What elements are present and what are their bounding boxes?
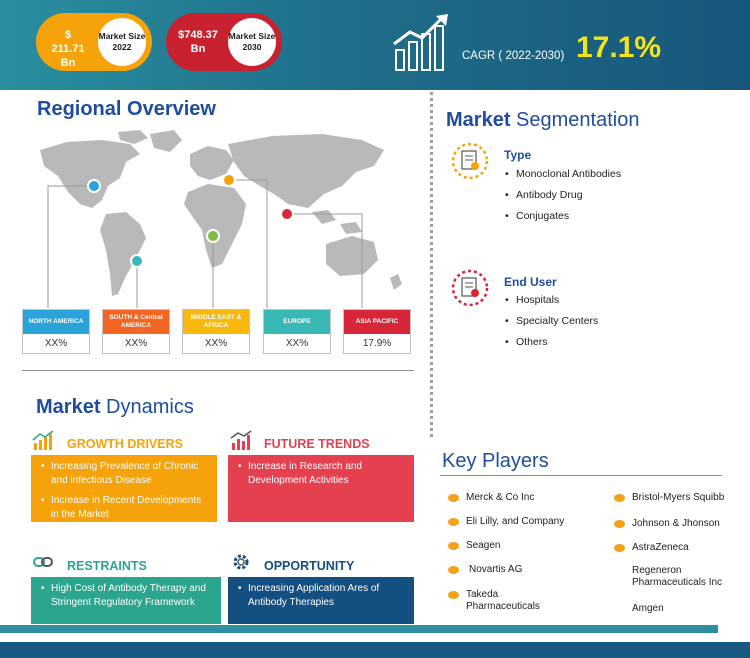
regional-overview-title: Regional Overview [37,98,216,120]
north-america-marker [87,179,101,193]
list-item: High Cost of Antibody Therapy and String… [39,582,213,610]
divider [440,475,722,476]
market-size-2022-pill: $ 211.71 Bn Market Size 2022 [36,13,152,71]
bar-chart-icon [32,430,54,450]
region-name: EUROPE [264,310,330,334]
opportunity-box: Increasing Application Ares of Antibody … [228,577,414,624]
list-item: Antibody Drug [504,185,621,206]
bullet-dot [614,544,625,552]
bullet-dot [448,494,459,502]
key-player: AstraZeneca [632,542,689,553]
key-player: Bristol-Myers Squibb [632,492,725,503]
key-player: Novartis AG [469,564,523,575]
list-item: Increase in Research and Development Act… [236,460,406,488]
opportunity-heading: OPPORTUNITY [264,559,355,573]
europe-marker [222,173,236,187]
world-map [40,130,402,308]
region-europe: EUROPE XX% [263,309,331,354]
key-player: Regeneron Pharmaceuticals Inc [632,565,723,588]
type-list: Monoclonal Antibodies Antibody Drug Conj… [504,164,621,227]
region-south-central-america: SOUTH & Central AMERICA XX% [102,309,170,354]
bullet-dot [448,518,459,526]
bullet-dot [614,494,625,502]
header-banner: $ 211.71 Bn Market Size 2022 $748.37 Bn … [0,0,750,90]
region-name: NORTH AMERICA [23,310,89,334]
market-size-2030-label: Market Size 2030 [228,18,276,66]
cagr-label: CAGR ( 2022-2030) [462,50,565,62]
chain-link-icon [33,557,53,567]
key-player: Seagen [466,540,501,551]
region-asia-pacific: ASIA PACIFIC 17.9% [343,309,411,354]
end-user-list: Hospitals Specialty Centers Others [504,290,598,353]
region-middle-east-africa: MIDDLE EAST & AFRICA XX% [182,309,250,354]
key-players-title: Key Players [442,450,549,472]
list-item: Increasing Application Ares of Antibody … [236,582,406,610]
list-item: Others [504,332,598,353]
region-share: XX% [285,338,309,349]
market-size-2022-value: $ 211.71 Bn [51,29,85,69]
region-name: SOUTH & Central AMERICA [103,310,169,334]
key-player: Johnson & Jhonson [632,518,720,529]
footer-bar-blue [0,642,750,658]
divider [22,370,414,371]
growth-chart-icon [393,14,448,71]
region-share: XX% [44,338,68,349]
growth-drivers-box: Increasing Prevalence of Chronic and inf… [31,455,217,522]
market-dynamics-title: Market Dynamics [36,396,194,418]
list-item: Increase in Recent Developments in the M… [39,494,209,522]
market-segmentation-title: Market Segmentation [446,109,640,131]
middle-east-africa-marker [206,229,220,243]
growth-drivers-heading: GROWTH DRIVERS [67,437,183,451]
restraints-heading: RESTRAINTS [67,559,147,573]
trend-chart-icon [230,430,252,450]
market-size-2030-value: $748.37 Bn [178,29,218,55]
future-trends-heading: FUTURE TRENDS [264,437,370,451]
bullet-dot [614,520,625,528]
region-north-america: NORTH AMERICA XX% [22,309,90,354]
region-share: 17.9% [362,338,392,349]
list-item: Monoclonal Antibodies [504,164,621,185]
asia-pacific-marker [280,207,294,221]
key-player: Merck & Co Inc [466,492,535,503]
list-item: Hospitals [504,290,598,311]
region-name: MIDDLE EAST & AFRICA [183,310,249,334]
region-share: XX% [204,338,228,349]
cagr-value: 17.1% [576,31,662,64]
restraints-box: High Cost of Antibody Therapy and String… [31,577,221,624]
list-item: Increasing Prevalence of Chronic and inf… [39,460,209,488]
type-heading: Type [504,148,532,162]
end-user-heading: End User [504,275,557,289]
key-player: Amgen [632,603,664,614]
region-share: XX% [124,338,148,349]
type-document-icon [451,142,489,180]
bullet-dot [448,542,459,550]
key-player: Takeda Pharmaceuticals [466,589,540,612]
bullet-dot [448,591,459,599]
divider [430,92,433,437]
market-size-2030-pill: $748.37 Bn Market Size 2030 [166,13,282,71]
list-item: Specialty Centers [504,311,598,332]
key-player: Eli Lilly, and Company [466,516,565,527]
list-item: Conjugates [504,206,621,227]
future-trends-box: Increase in Research and Development Act… [228,455,414,522]
bullet-dot [448,566,459,574]
market-size-2022-label: Market Size 2022 [98,18,146,66]
gear-icon [233,554,249,570]
south-america-marker [130,254,144,268]
region-name: ASIA PACIFIC [344,310,410,334]
footer-bar-teal [0,625,718,633]
end-user-document-icon [451,269,489,307]
